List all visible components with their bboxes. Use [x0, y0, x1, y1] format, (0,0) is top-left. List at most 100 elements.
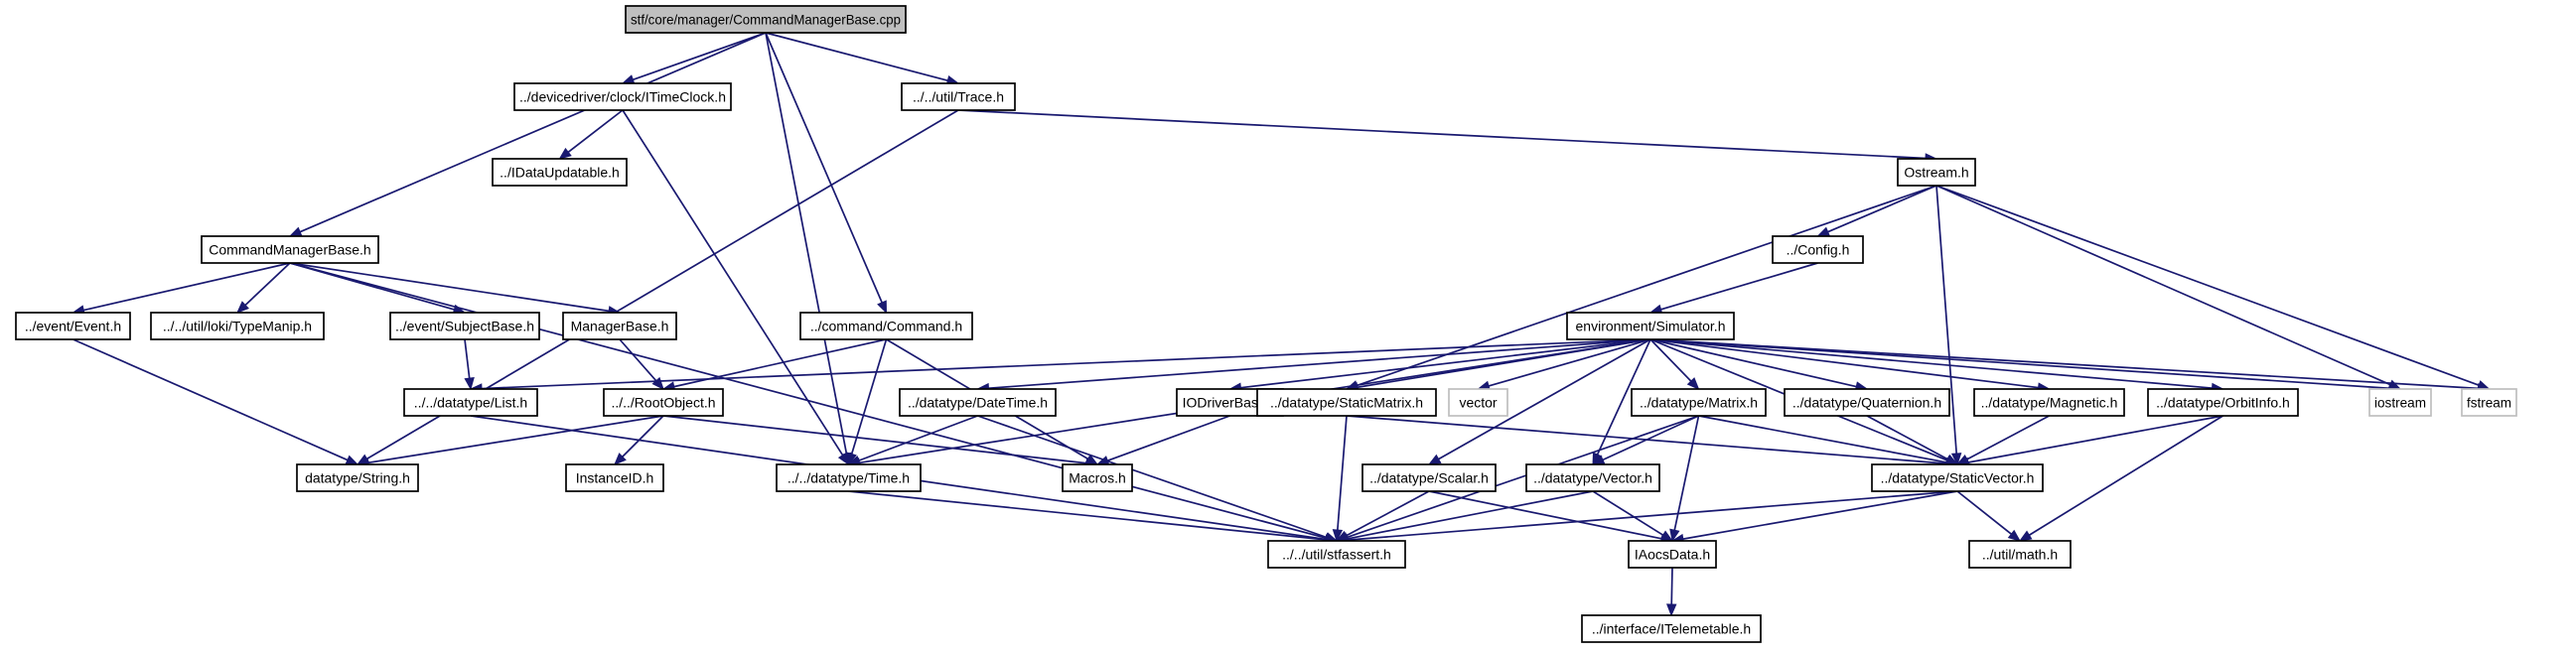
node-label: ../event/SubjectBase.h: [395, 319, 534, 334]
edge-time-to-stfassert: [848, 490, 1339, 546]
node-box: [296, 463, 419, 492]
edge-quaternion-to-staticvector: [1866, 415, 1959, 465]
edge-subjectbase-to-list: [464, 338, 475, 391]
graph-nodes: stf/core/manager/CommandManagerBase.cpp.…: [15, 5, 2517, 643]
node-box: [1256, 388, 1437, 417]
edge-matrix-to-iaocsdata: [1669, 415, 1700, 543]
orbitinfo-header-node[interactable]: ../datatype/OrbitInfo.h: [2147, 388, 2299, 417]
matrix-header-node[interactable]: ../datatype/Matrix.h: [1631, 388, 1767, 417]
node-label: ../util/math.h: [1982, 547, 2058, 563]
itimeclock-header-node[interactable]: ../devicedriver/clock/ITimeClock.h: [513, 82, 732, 111]
node-label: ../../datatype/Time.h: [787, 470, 910, 486]
node-label: InstanceID.h: [576, 470, 654, 486]
edge-cmbh-to-event: [72, 262, 291, 316]
stfassert-header-node[interactable]: ../../util/stfassert.h: [1267, 540, 1406, 569]
subjectbase-header-node[interactable]: ../event/SubjectBase.h: [389, 312, 540, 340]
vector-external-node: vector: [1448, 388, 1508, 417]
rootobject-header-node[interactable]: ../../RootObject.h: [603, 388, 724, 417]
idataupdatable-header-node[interactable]: ../IDataUpdatable.h: [492, 158, 628, 187]
edge-magnetic-to-staticvector: [1955, 415, 2050, 465]
node-box: [1631, 388, 1767, 417]
math-header-node[interactable]: ../util/math.h: [1968, 540, 2072, 569]
node-label: ../datatype/Quaternion.h: [1792, 395, 1941, 411]
node-label: ../../util/stfassert.h: [1282, 547, 1391, 563]
edge-simulator-to-orbitinfo: [1649, 338, 2224, 394]
edge-orbitinfo-to-mathh: [2018, 415, 2223, 542]
typemanip-header-node[interactable]: ../../util/loki/TypeManip.h: [150, 312, 325, 340]
node-box: [1897, 158, 1976, 187]
edge-ostream-to-fstream: [1935, 185, 2491, 390]
edge-ostream-to-staticvector: [1935, 185, 1962, 466]
node-label: stf/core/manager/CommandManagerBase.cpp: [631, 12, 901, 28]
edge-simulator-to-vector: [1477, 338, 1651, 391]
node-box: [1361, 463, 1497, 492]
staticvector-header-node[interactable]: ../datatype/StaticVector.h: [1871, 463, 2044, 492]
node-box: [150, 312, 325, 340]
node-label: CommandManagerBase.h: [209, 242, 370, 258]
edge-cmbh-to-typemanip: [236, 262, 291, 314]
node-label: ManagerBase.h: [571, 319, 669, 334]
node-box: [492, 158, 628, 187]
list-header-node[interactable]: ../../datatype/List.h: [403, 388, 538, 417]
edge-vectorh-to-iaocsdata: [1592, 490, 1674, 542]
node-label: IAocsData.h: [1635, 547, 1710, 563]
node-label: iostream: [2374, 395, 2426, 411]
vector-header-node[interactable]: ../datatype/Vector.h: [1525, 463, 1660, 492]
time-header-node[interactable]: ../../datatype/Time.h: [776, 463, 922, 492]
node-box: [603, 388, 724, 417]
node-label: IODriverBase.h: [1183, 395, 1278, 411]
edge-iaocsdata-to-itelemetable: [1665, 567, 1677, 617]
ostream-header-node[interactable]: Ostream.h: [1897, 158, 1976, 187]
edge-iodriverbase-to-macros: [1095, 415, 1230, 465]
command-header-node[interactable]: ../command/Command.h: [799, 312, 973, 340]
magnetic-header-node[interactable]: ../datatype/Magnetic.h: [1973, 388, 2125, 417]
trace-header-node[interactable]: ../../util/Trace.h: [901, 82, 1016, 111]
edge-ostream-to-config: [1816, 185, 1937, 237]
node-box: [776, 463, 922, 492]
node-label: ../datatype/Scalar.h: [1369, 470, 1489, 486]
node-box: [565, 463, 664, 492]
node-box: [1267, 540, 1406, 569]
edge-command-to-time: [846, 338, 888, 466]
node-label: ../../RootObject.h: [611, 395, 715, 411]
edge-matrix-to-staticvector: [1698, 415, 1959, 468]
node-box: [389, 312, 540, 340]
root-file-node[interactable]: stf/core/manager/CommandManagerBase.cpp: [625, 5, 907, 34]
node-box: [562, 312, 677, 340]
staticmatrix-header-node[interactable]: ../datatype/StaticMatrix.h: [1256, 388, 1437, 417]
edge-simulator-to-matrix: [1649, 338, 1700, 390]
managerbase-header-node[interactable]: ManagerBase.h: [562, 312, 677, 340]
node-label: ../datatype/StaticMatrix.h: [1270, 395, 1423, 411]
edge-config-to-simulator: [1648, 262, 1818, 315]
simulator-header-node[interactable]: environment/Simulator.h: [1566, 312, 1735, 340]
config-header-node[interactable]: ../Config.h: [1772, 235, 1864, 264]
node-label: ../event/Event.h: [25, 319, 121, 334]
macros-header-node[interactable]: Macros.h: [1062, 463, 1133, 492]
command-manager-base-header-node[interactable]: CommandManagerBase.h: [201, 235, 379, 264]
node-label: ../devicedriver/clock/ITimeClock.h: [519, 89, 726, 105]
edge-trace-to-ostream: [957, 109, 1938, 164]
node-box: [1525, 463, 1660, 492]
edge-simulator-to-datetime: [976, 338, 1651, 394]
node-box: [799, 312, 973, 340]
edge-root-to-trace: [765, 32, 960, 86]
node-label: ../datatype/StaticVector.h: [1881, 470, 2035, 486]
edge-rootobject-to-instanceid: [614, 415, 664, 465]
node-label: ../datatype/OrbitInfo.h: [2156, 395, 2290, 411]
edge-simulator-to-fstream: [1649, 338, 2491, 394]
node-label: ../Config.h: [1787, 242, 1850, 258]
quaternion-header-node[interactable]: ../datatype/Quaternion.h: [1784, 388, 1950, 417]
scalar-header-node[interactable]: ../datatype/Scalar.h: [1361, 463, 1497, 492]
itelemetable-header-node[interactable]: ../interface/ITelemetable.h: [1581, 614, 1762, 643]
string-header-node[interactable]: datatype/String.h: [296, 463, 419, 492]
node-label: ../datatype/Matrix.h: [1640, 395, 1758, 411]
iaocsdata-header-node[interactable]: IAocsData.h: [1628, 540, 1717, 569]
datetime-header-node[interactable]: ../datatype/DateTime.h: [899, 388, 1057, 417]
fstream-external-node: fstream: [2461, 388, 2517, 417]
instanceid-header-node[interactable]: InstanceID.h: [565, 463, 664, 492]
edge-simulator-to-magnetic: [1649, 338, 2051, 393]
event-header-node[interactable]: ../event/Event.h: [15, 312, 131, 340]
node-label: datatype/String.h: [305, 470, 410, 486]
node-box: [403, 388, 538, 417]
